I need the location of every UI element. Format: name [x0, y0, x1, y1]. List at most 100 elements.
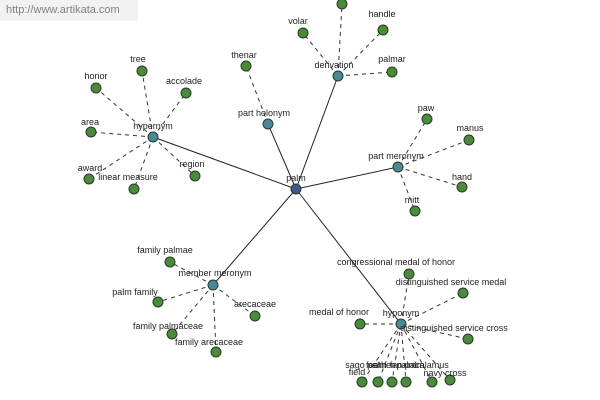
edge-hyponym-field	[377, 323, 402, 383]
node-hand[interactable]	[456, 181, 468, 193]
edge-part-meronym-hand	[397, 166, 463, 188]
node-hyponym[interactable]	[395, 318, 407, 330]
label-manus: manus	[456, 123, 484, 133]
node-hypernym[interactable]	[147, 131, 159, 143]
edge-member-meronym-family-palmaceae	[171, 284, 214, 335]
edge-hyponym-fan-palm	[400, 323, 407, 383]
edge-member-meronym-family-arecaceae	[212, 284, 217, 353]
node-family-arecaceae[interactable]	[210, 346, 222, 358]
edge-derivation-palmar	[337, 71, 393, 77]
node-region[interactable]	[189, 170, 201, 182]
node-distinguished-service-medal[interactable]	[457, 287, 469, 299]
edge-hyponym-sago-palm	[361, 323, 402, 383]
edge-palm-hyponym	[295, 188, 402, 325]
node-sago-palm[interactable]	[356, 376, 368, 388]
label-mitt: mitt	[405, 195, 420, 205]
node-family-palmaceae[interactable]	[166, 328, 178, 340]
node-fan-palm[interactable]	[400, 376, 412, 388]
edge-hyponym-distinguished-service-cross	[400, 323, 469, 340]
edge-hypernym-area	[90, 131, 154, 138]
node-paw[interactable]	[421, 113, 433, 125]
node-award[interactable]	[83, 173, 95, 185]
node-tree[interactable]	[136, 65, 148, 77]
label-navy-cross: navy cross	[423, 368, 467, 378]
label-volar: volar	[288, 16, 308, 26]
edges-layer	[88, 3, 470, 383]
node-palmar[interactable]	[386, 66, 398, 78]
edge-palm-derivation	[295, 75, 339, 190]
node-derivation-top[interactable]	[336, 0, 348, 10]
node-congressional-medal-of-honor[interactable]	[403, 268, 415, 280]
edge-member-meronym-palm-family	[157, 284, 214, 303]
node-handle[interactable]	[377, 24, 389, 36]
edge-palm-member-meronym	[212, 188, 297, 286]
label-family-palmaceae: family palmaceae	[133, 321, 203, 331]
edge-hypernym-tree	[141, 70, 154, 138]
node-palm[interactable]	[290, 183, 302, 195]
node-member-meronym[interactable]	[207, 279, 219, 291]
edge-member-meronym-arecaceae	[212, 284, 256, 317]
label-distinguished-service-cross: distinguished service cross	[400, 323, 508, 333]
node-linear-measure[interactable]	[128, 183, 140, 195]
label-field: field	[349, 367, 366, 377]
node-part-meronym[interactable]	[392, 161, 404, 173]
edge-palm-hypernym	[152, 136, 297, 190]
node-field[interactable]	[372, 376, 384, 388]
label-handle: handle	[368, 9, 395, 19]
label-part-meronym: part meronym	[368, 151, 424, 161]
edge-palm-part-meronym	[295, 166, 399, 190]
label-fan-palm: fan palm	[390, 360, 425, 370]
label-hand: hand	[452, 172, 472, 182]
label-family-palmae: family palmae	[137, 245, 193, 255]
label-paw: paw	[418, 103, 435, 113]
edge-hypernym-linear-measure	[133, 136, 154, 190]
label-hyponym: hyponym	[383, 308, 420, 318]
node-part-holonym[interactable]	[262, 118, 274, 130]
node-distinguished-service-cross[interactable]	[462, 333, 474, 345]
node-medal-of-honor[interactable]	[354, 318, 366, 330]
edge-hyponym-feather-palm	[391, 323, 402, 383]
node-arecaceae[interactable]	[249, 310, 261, 322]
label-derivation: derivation	[314, 60, 353, 70]
node-thenar[interactable]	[240, 60, 252, 72]
node-honor[interactable]	[90, 82, 102, 94]
label-honor: honor	[84, 71, 107, 81]
label-congressional-medal-of-honor: congressional medal of honor	[337, 257, 455, 267]
label-sago-palm: sago palm	[345, 360, 387, 370]
node-mitt[interactable]	[409, 205, 421, 217]
label-accolade: accolade	[166, 76, 202, 86]
label-thenar: thenar	[231, 50, 257, 60]
label-region: region	[179, 159, 204, 169]
node-calamus[interactable]	[426, 376, 438, 388]
label-medal-of-honor: medal of honor	[309, 307, 369, 317]
node-family-palmae[interactable]	[164, 256, 176, 268]
edge-derivation-volar	[302, 32, 339, 77]
edge-palm-part-holonym	[267, 123, 297, 190]
label-hypernym: hypernym	[133, 121, 173, 131]
node-manus[interactable]	[463, 134, 475, 146]
label-arecaceae: arecaceae	[234, 299, 276, 309]
node-derivation[interactable]	[332, 70, 344, 82]
node-navy-cross[interactable]	[444, 374, 456, 386]
edge-part-meronym-paw	[397, 118, 428, 168]
edge-hyponym-calamus	[400, 323, 433, 383]
edge-hypernym-accolade	[152, 92, 187, 138]
label-calamus: calamus	[415, 360, 449, 370]
label-part-holonym: part holonym	[238, 108, 290, 118]
label-award: award	[78, 163, 103, 173]
label-palm-family: palm family	[112, 287, 158, 297]
node-area[interactable]	[85, 126, 97, 138]
edge-hyponym-congressional-medal-of-honor	[400, 273, 410, 325]
label-distinguished-service-medal: distinguished service medal	[396, 277, 507, 287]
label-feather-palm: feather palm	[366, 360, 416, 370]
node-accolade[interactable]	[180, 87, 192, 99]
node-volar[interactable]	[297, 27, 309, 39]
label-palm: palm	[286, 173, 306, 183]
label-palmar: palmar	[378, 54, 406, 64]
label-family-arecaceae: family arecaceae	[175, 337, 243, 347]
node-palm-family[interactable]	[152, 296, 164, 308]
node-feather-palm[interactable]	[386, 376, 398, 388]
edge-part-holonym-thenar	[245, 65, 269, 125]
